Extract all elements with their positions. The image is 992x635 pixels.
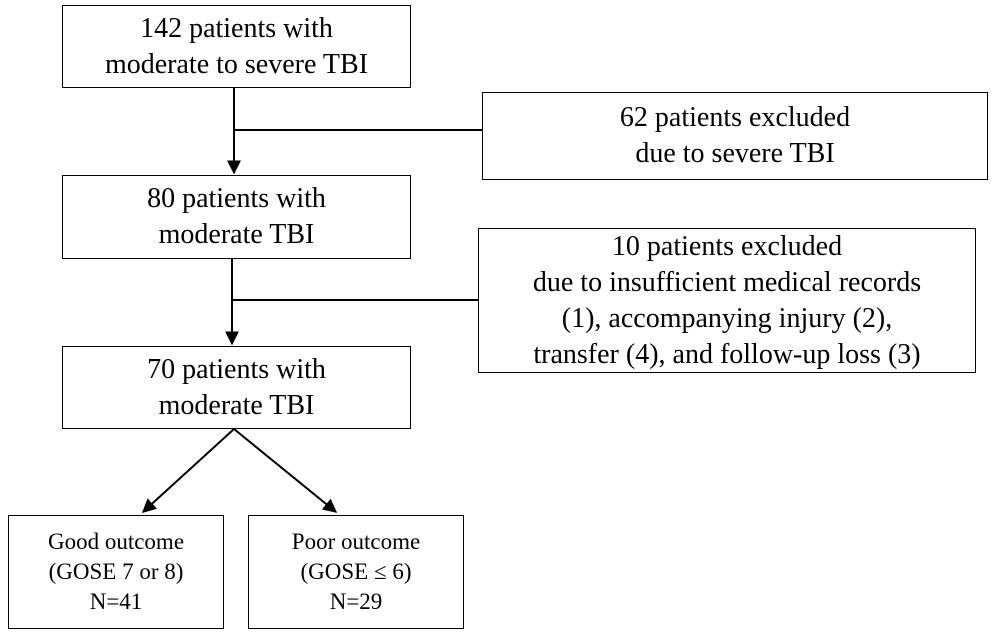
step2-line-1: 80 patients with: [147, 183, 326, 214]
step-box-final-cohort: 70 patients with moderate TBI: [62, 346, 411, 429]
outcome-box-good: Good outcome (GOSE 7 or 8) N=41: [8, 515, 224, 629]
exclusion2-line-3: (1), accompanying injury (2),: [561, 302, 893, 334]
step1-line-1: 142 patients with: [140, 12, 333, 44]
good-outcome-criteria: (GOSE 7 or 8): [48, 559, 184, 584]
outcome-box-poor: Poor outcome (GOSE ≤ 6) N=29: [248, 515, 464, 629]
exclusion-box-other-reasons: 10 patients excluded due to insufficient…: [478, 228, 976, 373]
poor-outcome-title: Poor outcome: [291, 529, 421, 554]
good-outcome-count: N=41: [89, 589, 143, 614]
step1-line-2: moderate to severe TBI: [104, 48, 369, 80]
exclusion2-line-2: due to insufficient medical records: [532, 266, 922, 298]
arrow-to-good-outcome: [141, 428, 235, 513]
exclusion-box-severe-tbi: 62 patients excluded due to severe TBI: [482, 92, 988, 180]
exclusion1-line-1: 62 patients excluded: [619, 102, 851, 133]
arrow-to-poor-outcome: [233, 428, 338, 513]
step-box-initial-cohort: 142 patients with moderate to severe TBI: [62, 5, 411, 88]
step-box-moderate-cohort: 80 patients with moderate TBI: [62, 175, 411, 259]
exclusion1-line-2: due to severe TBI: [635, 138, 835, 169]
poor-outcome-count: N=29: [329, 589, 383, 614]
step3-line-1: 70 patients with: [147, 353, 326, 385]
exclusion2-line-1: 10 patients excluded: [611, 230, 843, 262]
good-outcome-title: Good outcome: [47, 529, 185, 554]
step3-line-2: moderate TBI: [158, 389, 315, 421]
poor-outcome-criteria: (GOSE ≤ 6): [300, 559, 412, 584]
exclusion2-line-4: transfer (4), and follow-up loss (3): [533, 338, 921, 370]
step2-line-2: moderate TBI: [158, 219, 315, 250]
